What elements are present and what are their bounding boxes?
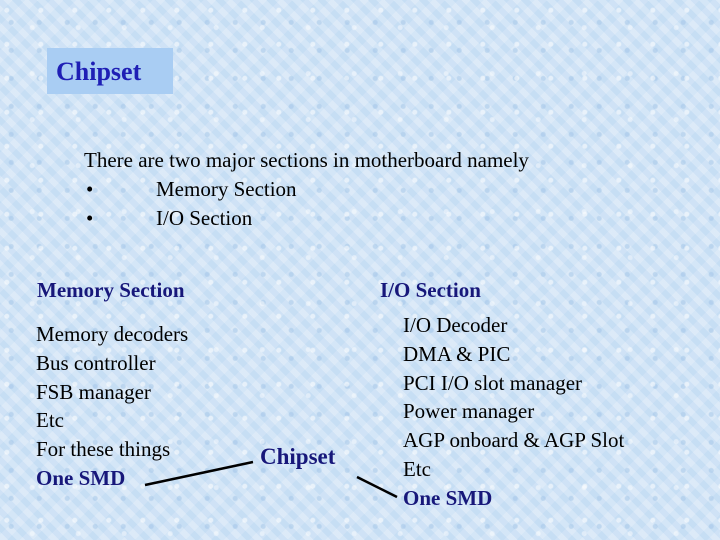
slide-title: Chipset	[56, 57, 142, 86]
bullet-memory-section: Memory Section	[156, 177, 297, 201]
io-section-heading: I/O Section	[380, 278, 481, 302]
list-item: For these things	[36, 437, 171, 462]
io-one-smd: One SMD	[403, 485, 493, 510]
memory-one-smd: One SMD	[36, 465, 126, 490]
list-item: Bus controller	[36, 350, 156, 375]
list-item: Memory decoders	[36, 322, 189, 346]
chipset-center-label: Chipset	[260, 444, 336, 469]
bullet-marker: •	[86, 206, 94, 230]
list-item: I/O Decoder	[403, 313, 508, 337]
memory-to-chipset-arrow	[144, 460, 254, 487]
chipset-to-io-arrow	[356, 475, 398, 499]
bullet-marker: •	[86, 177, 94, 201]
io-section-list: I/O Decoder DMA & PIC PCI I/O slot manag…	[403, 311, 624, 513]
list-item: Power manager	[403, 399, 535, 424]
intro-text: There are two major sections in motherbo…	[84, 148, 529, 172]
memory-section-heading: Memory Section	[37, 278, 185, 302]
list-item: FSB manager	[36, 379, 151, 404]
list-item: DMA & PIC	[403, 341, 511, 366]
list-item: Etc	[403, 456, 431, 481]
list-item: Etc	[36, 408, 64, 433]
list-item: AGP onboard & AGP Slot	[403, 428, 625, 453]
memory-section-list: Memory decoders Bus controller FSB manag…	[36, 320, 188, 493]
bullet-io-section: I/O Section	[156, 206, 253, 230]
title-box: Chipset	[47, 48, 173, 94]
list-item: PCI I/O slot manager	[403, 370, 583, 395]
